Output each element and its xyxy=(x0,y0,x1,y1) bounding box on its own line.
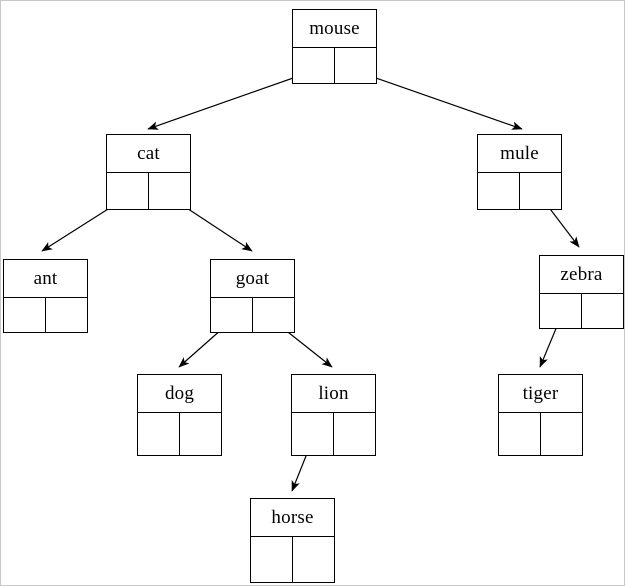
node-pointer-row xyxy=(540,294,623,328)
tree-edge-mouse-to-cat xyxy=(147,70,314,130)
node-right-pointer-cell[interactable] xyxy=(253,298,294,332)
node-left-pointer-cell[interactable] xyxy=(211,298,253,332)
node-label: horse xyxy=(251,499,334,537)
tree-edge-mouse-to-mule xyxy=(355,70,523,130)
node-pointer-row xyxy=(4,298,87,332)
node-pointer-row xyxy=(292,413,375,455)
node-right-pointer-cell[interactable] xyxy=(520,173,561,209)
node-label: ant xyxy=(4,260,87,298)
tree-node-mule[interactable]: mule xyxy=(477,134,562,210)
node-label: cat xyxy=(107,135,190,173)
node-pointer-row xyxy=(138,413,221,455)
node-right-pointer-cell[interactable] xyxy=(180,413,221,455)
node-left-pointer-cell[interactable] xyxy=(251,537,293,582)
node-pointer-row xyxy=(251,537,334,582)
node-right-pointer-cell[interactable] xyxy=(46,298,87,332)
node-left-pointer-cell[interactable] xyxy=(293,48,335,83)
node-right-pointer-cell[interactable] xyxy=(541,413,582,455)
node-left-pointer-cell[interactable] xyxy=(540,294,582,328)
node-right-pointer-cell[interactable] xyxy=(334,413,375,455)
tree-node-tiger[interactable]: tiger xyxy=(498,374,583,456)
node-pointer-row xyxy=(107,173,190,209)
node-label: tiger xyxy=(499,375,582,413)
node-label: dog xyxy=(138,375,221,413)
node-left-pointer-cell[interactable] xyxy=(4,298,46,332)
tree-node-horse[interactable]: horse xyxy=(250,498,335,583)
node-right-pointer-cell[interactable] xyxy=(582,294,623,328)
node-label: mouse xyxy=(293,10,376,48)
tree-node-cat[interactable]: cat xyxy=(106,134,191,210)
node-left-pointer-cell[interactable] xyxy=(478,173,520,209)
node-right-pointer-cell[interactable] xyxy=(335,48,376,83)
node-left-pointer-cell[interactable] xyxy=(138,413,180,455)
node-pointer-row xyxy=(499,413,582,455)
tree-node-goat[interactable]: goat xyxy=(210,259,295,333)
tree-node-lion[interactable]: lion xyxy=(291,374,376,456)
tree-node-ant[interactable]: ant xyxy=(3,259,88,333)
node-right-pointer-cell[interactable] xyxy=(149,173,190,209)
node-label: mule xyxy=(478,135,561,173)
node-pointer-row xyxy=(478,173,561,209)
node-label: lion xyxy=(292,375,375,413)
tree-node-zebra[interactable]: zebra xyxy=(539,255,624,329)
node-left-pointer-cell[interactable] xyxy=(107,173,149,209)
tree-node-dog[interactable]: dog xyxy=(137,374,222,456)
node-left-pointer-cell[interactable] xyxy=(292,413,334,455)
node-label: zebra xyxy=(540,256,623,294)
node-label: goat xyxy=(211,260,294,298)
node-right-pointer-cell[interactable] xyxy=(293,537,334,582)
node-pointer-row xyxy=(293,48,376,83)
node-pointer-row xyxy=(211,298,294,332)
tree-node-mouse[interactable]: mouse xyxy=(292,9,377,84)
node-left-pointer-cell[interactable] xyxy=(499,413,541,455)
